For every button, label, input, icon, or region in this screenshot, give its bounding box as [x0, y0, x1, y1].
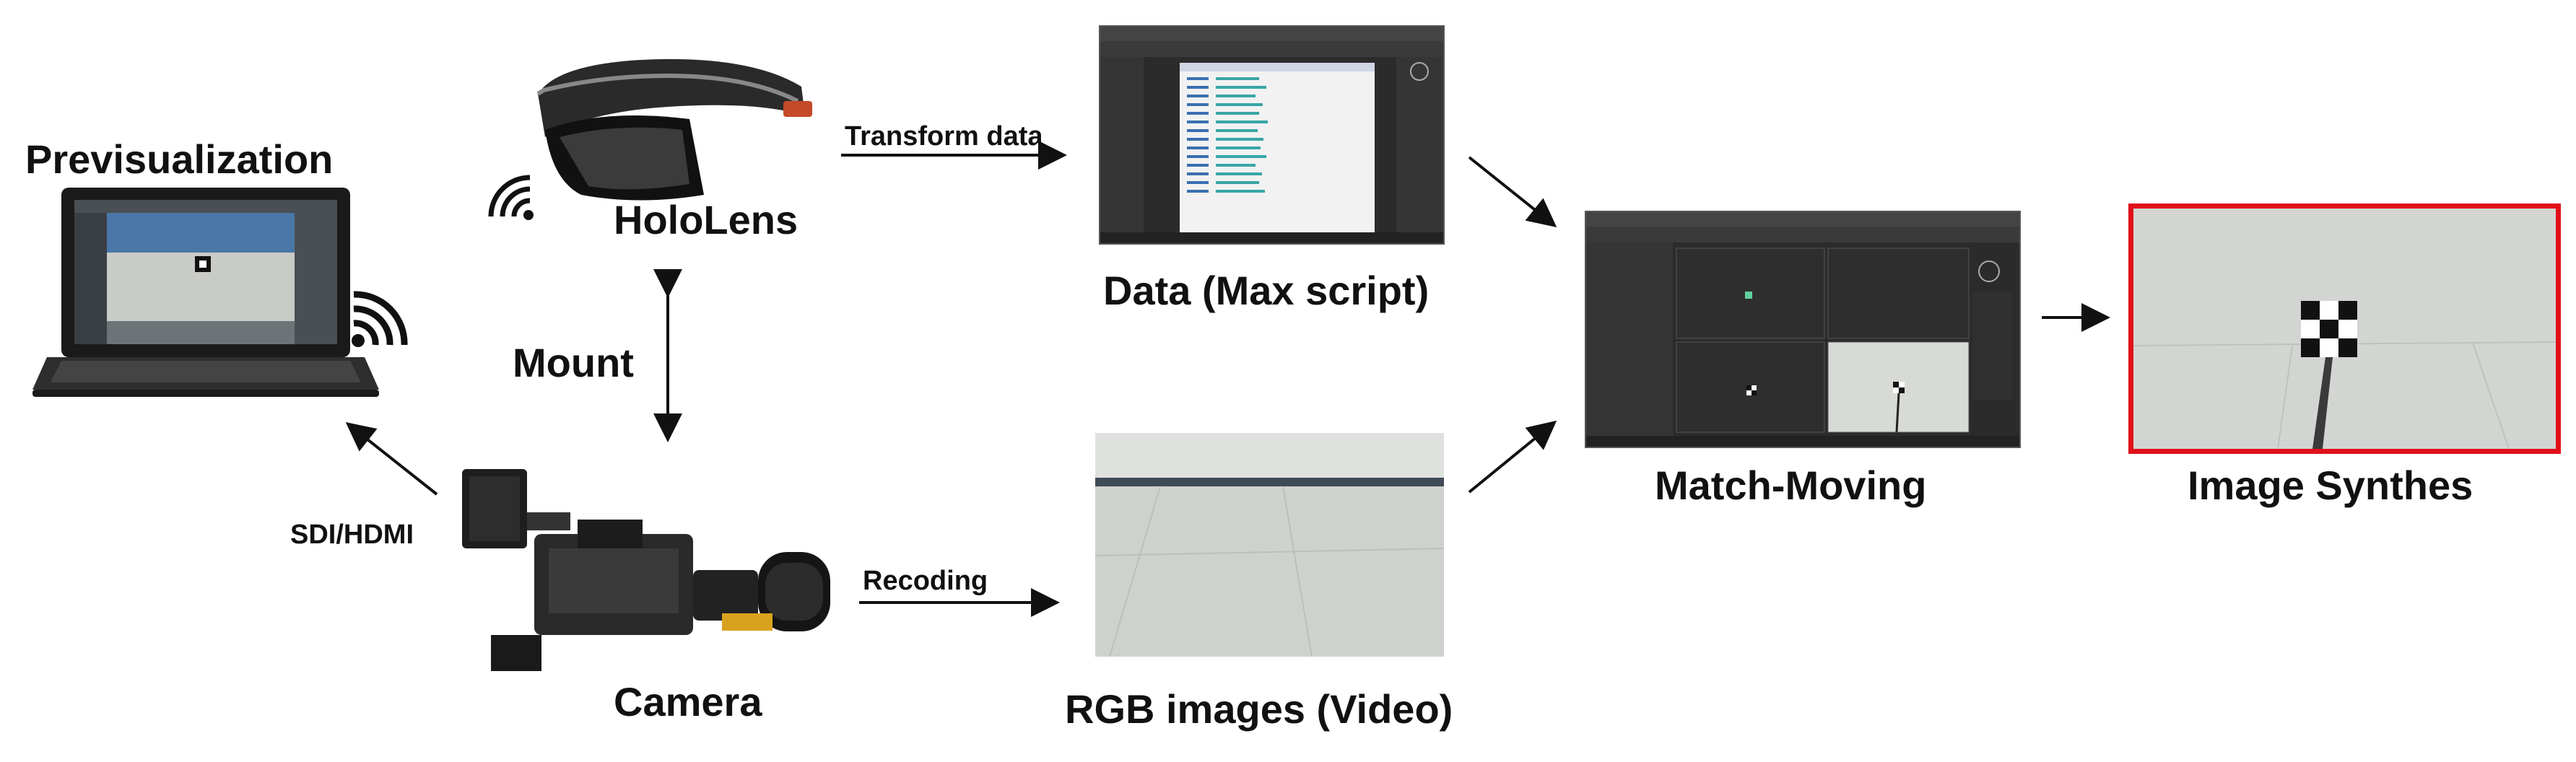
- synthesized-image: [2128, 203, 2561, 454]
- rgb-label: RGB images (Video): [1065, 686, 1453, 732]
- matchmoving-label: Match-Moving: [1655, 463, 1927, 508]
- hololens-headset-icon: [536, 58, 812, 201]
- previsualization-label: Previsualization: [25, 136, 334, 182]
- max-script-ui: [1100, 27, 1443, 243]
- synthesis-label: Image Synthes: [2188, 463, 2473, 508]
- data-to-matchmoving-arrow: [1468, 156, 1557, 227]
- rgb-to-matchmoving-arrow: [1468, 420, 1557, 494]
- wifi-icon: [488, 175, 534, 220]
- mount-label: Mount: [513, 340, 634, 385]
- match-moving-screenshot: [1585, 211, 2021, 448]
- recoding-label: Recoding: [863, 566, 988, 596]
- transform-data-label: Transform data: [845, 121, 1043, 152]
- video-frame-image: [1095, 433, 1444, 657]
- laptop-icon: [32, 188, 379, 397]
- synthesized-scene: [2133, 209, 2556, 449]
- sdi-hdmi-label: SDI/HDMI: [290, 520, 414, 550]
- sdi-hdmi-arrow: [345, 422, 438, 496]
- max-script-screenshot: [1099, 25, 1445, 245]
- data-label: Data (Max script): [1103, 268, 1430, 313]
- checkerboard-marker: [2301, 301, 2357, 357]
- match-moving-ui: [1586, 212, 2019, 447]
- video-frame-floor: [1095, 433, 1444, 657]
- wifi-icon: [352, 291, 408, 347]
- camera-icon: [462, 469, 830, 671]
- camera-label: Camera: [614, 679, 762, 724]
- hololens-label: HoloLens: [614, 197, 799, 242]
